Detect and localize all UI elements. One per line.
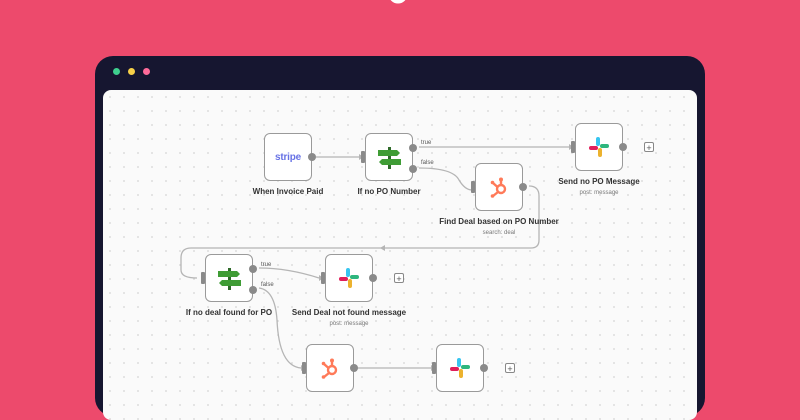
node-hubspot[interactable] <box>302 344 358 392</box>
add-node-button[interactable]: + <box>644 142 654 153</box>
node-label: If no deal found for PO <box>185 308 273 317</box>
node-send-no-po-message[interactable] <box>571 123 627 171</box>
add-node-button[interactable]: + <box>394 273 404 284</box>
output-handle[interactable] <box>308 153 316 161</box>
output-handle[interactable] <box>519 183 527 191</box>
stripe-icon: stripe <box>274 151 302 163</box>
branch-label-false: false <box>261 282 274 288</box>
node-send-deal-not-found[interactable] <box>321 254 377 302</box>
window-dot-green[interactable] <box>113 68 120 75</box>
node-when-invoice-paid[interactable]: stripe <box>264 133 316 181</box>
input-handle[interactable] <box>302 362 306 374</box>
wire-find-to-ifdeal <box>180 185 540 279</box>
add-node-button[interactable]: + <box>505 363 515 374</box>
node-label: If no PO Number <box>357 187 421 196</box>
node-slack[interactable] <box>432 344 488 392</box>
signpost-icon <box>218 268 241 290</box>
wire-ifdeal-false-to-hub <box>258 287 302 369</box>
output-true-handle[interactable] <box>409 144 417 152</box>
slack-icon <box>589 137 609 157</box>
output-false-handle[interactable] <box>409 165 417 173</box>
hubspot-icon <box>490 177 507 198</box>
input-handle[interactable] <box>361 151 365 163</box>
window-controls <box>113 68 150 75</box>
n8n-logo-icon: n8n <box>390 0 477 4</box>
output-handle[interactable] <box>350 364 358 372</box>
output-handle[interactable] <box>619 143 627 151</box>
logo-text: n8n <box>420 0 477 2</box>
branch-label-false: false <box>421 160 434 166</box>
output-handle[interactable] <box>369 274 377 282</box>
window-dot-pink[interactable] <box>143 68 150 75</box>
branch-label-true: true <box>421 140 432 146</box>
workflow-canvas[interactable]: stripe When Invoice Paid true false If n… <box>103 90 697 420</box>
hubspot-icon <box>321 358 338 379</box>
slack-icon <box>339 268 359 288</box>
slack-icon <box>450 358 470 378</box>
branch-label-true: true <box>261 262 272 268</box>
window-dot-yellow[interactable] <box>128 68 135 75</box>
node-if-no-po-number[interactable] <box>361 133 417 181</box>
output-true-handle[interactable] <box>249 265 257 273</box>
input-handle[interactable] <box>432 362 436 374</box>
input-handle[interactable] <box>201 272 205 284</box>
signpost-icon <box>378 147 401 169</box>
output-false-handle[interactable] <box>249 286 257 294</box>
output-handle[interactable] <box>480 364 488 372</box>
node-find-deal[interactable] <box>471 163 527 211</box>
wire-if-false-to-find <box>418 167 473 191</box>
node-label: When Invoice Paid <box>252 187 324 196</box>
app-window: stripe When Invoice Paid true false If n… <box>95 56 705 420</box>
input-handle[interactable] <box>321 272 325 284</box>
input-handle[interactable] <box>471 181 475 193</box>
wire-ifdeal-true-to-slack <box>258 267 320 279</box>
input-handle[interactable] <box>571 141 575 153</box>
node-if-no-deal-found[interactable] <box>201 254 257 302</box>
